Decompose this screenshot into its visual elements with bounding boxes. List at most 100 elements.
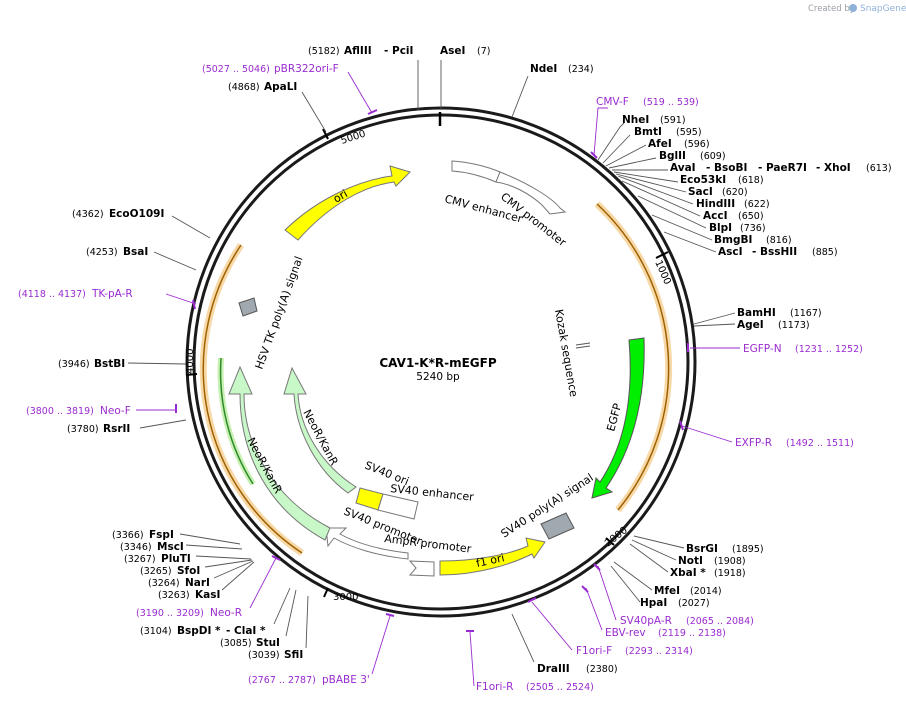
blpi-pos: (736) (740, 223, 766, 234)
tick-2000 (605, 537, 615, 546)
nari-name: NarI (185, 577, 210, 589)
apali-name: ApaLI (264, 81, 297, 93)
stui-name: StuI (256, 637, 280, 649)
bsrgi-pos: (1895) (732, 544, 764, 555)
hindiii-line (617, 175, 694, 205)
agei-name: AgeI (737, 319, 764, 331)
sv40-polya-feature (540, 512, 575, 540)
bglii-pos: (609) (700, 151, 726, 162)
msci-pos: (3346) (120, 542, 152, 553)
pcii-name: - PciI (384, 45, 413, 57)
fspi-line (179, 533, 241, 545)
f1orir-range: (2505 .. 2524) (526, 682, 594, 693)
green-arc-neor-core (219, 357, 254, 485)
asei-pos: (7) (477, 46, 490, 57)
pluti-name: PluTI (161, 553, 191, 565)
sv40par-range: (2065 .. 2084) (686, 616, 754, 627)
kasi-pos: (3263) (158, 590, 190, 601)
egfp-label: EGFP (604, 402, 624, 433)
f1orif-mark (527, 597, 537, 603)
hpai-line (610, 565, 641, 603)
nari-line (213, 560, 254, 579)
afei-name: AfeI (648, 138, 672, 150)
bglii-name: BglII (659, 150, 686, 162)
orange-arc-egfp-core (596, 203, 670, 511)
neof-range: (3800 .. 3819) (26, 406, 94, 417)
kasi-line (221, 561, 255, 591)
sfoi-name: SfoI (177, 565, 200, 577)
egfp-feature (591, 337, 645, 499)
bmti-line (602, 134, 631, 164)
nhei-name: NheI (622, 114, 649, 126)
pbabe3-range: (2767 .. 2787) (248, 675, 316, 686)
fspi-name: FspI (149, 529, 174, 541)
bspdi-name: BspDI * (177, 625, 221, 637)
neor-mark (271, 555, 281, 561)
bmgbi-pos: (816) (766, 235, 792, 246)
tkpar-name: TK-pA-R (91, 288, 133, 300)
egfpn-range: (1231 .. 1252) (795, 344, 863, 355)
eco53ki-line (613, 171, 679, 183)
noti-pos: (1908) (714, 556, 746, 567)
afliii-pos: (5182) (308, 46, 340, 57)
sv40-enhancer-feature (377, 493, 419, 520)
msci-line (185, 544, 243, 550)
bstbi-name: BstBI (94, 358, 125, 370)
sv40-promoter-feature (325, 527, 409, 560)
bspdi-line (273, 587, 291, 625)
pbr322-line (347, 71, 373, 114)
pbabe3-mark (385, 613, 395, 617)
bmgbi-line (651, 214, 713, 241)
agei-line (693, 323, 736, 327)
acci-line (621, 180, 701, 217)
neof-name: Neo-F (100, 405, 131, 417)
f1-ori-feature (439, 537, 546, 576)
kozak-marker (575, 342, 591, 346)
exfpr-range: (1492 .. 1511) (786, 438, 854, 449)
ebvrev-mark (581, 585, 589, 593)
pbabe3-name: pBABE 3' (322, 674, 370, 686)
bspdi-name2: - ClaI * (226, 625, 266, 637)
afliii-name: AflIII (344, 45, 372, 57)
orange-arc-neor-core (202, 244, 303, 554)
ampr-promoter-feature (408, 560, 435, 577)
ebvrev-line (585, 587, 603, 631)
cmvf-mark (590, 151, 598, 159)
avai-name4: - XhoI (816, 162, 851, 174)
pbabe3-line (371, 615, 391, 675)
bamhi-pos: (1167) (790, 308, 822, 319)
pbr322-range: (5027 .. 5046) (202, 64, 270, 75)
kozak-marker-2 (575, 345, 591, 349)
avai-name2: - BsoBI (706, 162, 747, 174)
tkpar-line (165, 293, 197, 305)
acci-name: AccI (703, 210, 727, 222)
hindiii-pos: (622) (744, 199, 770, 210)
f1orif-line (531, 601, 573, 651)
exfpr-mark (679, 420, 684, 431)
tick-label-1000: 1000 (652, 259, 672, 287)
stui-pos: (3085) (220, 638, 252, 649)
ori-feature (284, 165, 411, 241)
xbai-pos: (1918) (714, 568, 746, 579)
credit-prefix: Created by (808, 4, 855, 14)
noti-name: NotI (678, 555, 703, 567)
ndei-line (511, 75, 529, 118)
avai-name: AvaI (670, 162, 696, 174)
neor-outer-feature (228, 365, 331, 541)
sv40par-name: SV40pA-R (620, 615, 672, 627)
pbr322-name: pBR322ori-F (274, 63, 339, 75)
bglii-line (608, 157, 657, 169)
apali-pos: (4868) (228, 82, 260, 93)
ori-label: ori (331, 187, 350, 205)
msci-name: MscI (157, 541, 184, 553)
sfoi-pos: (3265) (140, 566, 172, 577)
kasi-name: KasI (195, 589, 220, 601)
neor-range: (3190 .. 3209) (136, 608, 204, 619)
blpi-name: BlpI (709, 222, 732, 234)
ebvrev-name: EBV-rev (605, 627, 646, 639)
neor-name: Neo-R (210, 607, 242, 619)
exfpr-line (681, 425, 733, 443)
f1-ori-label: f1 ori (475, 551, 506, 570)
cmvf-range: (519 .. 539) (643, 97, 699, 108)
